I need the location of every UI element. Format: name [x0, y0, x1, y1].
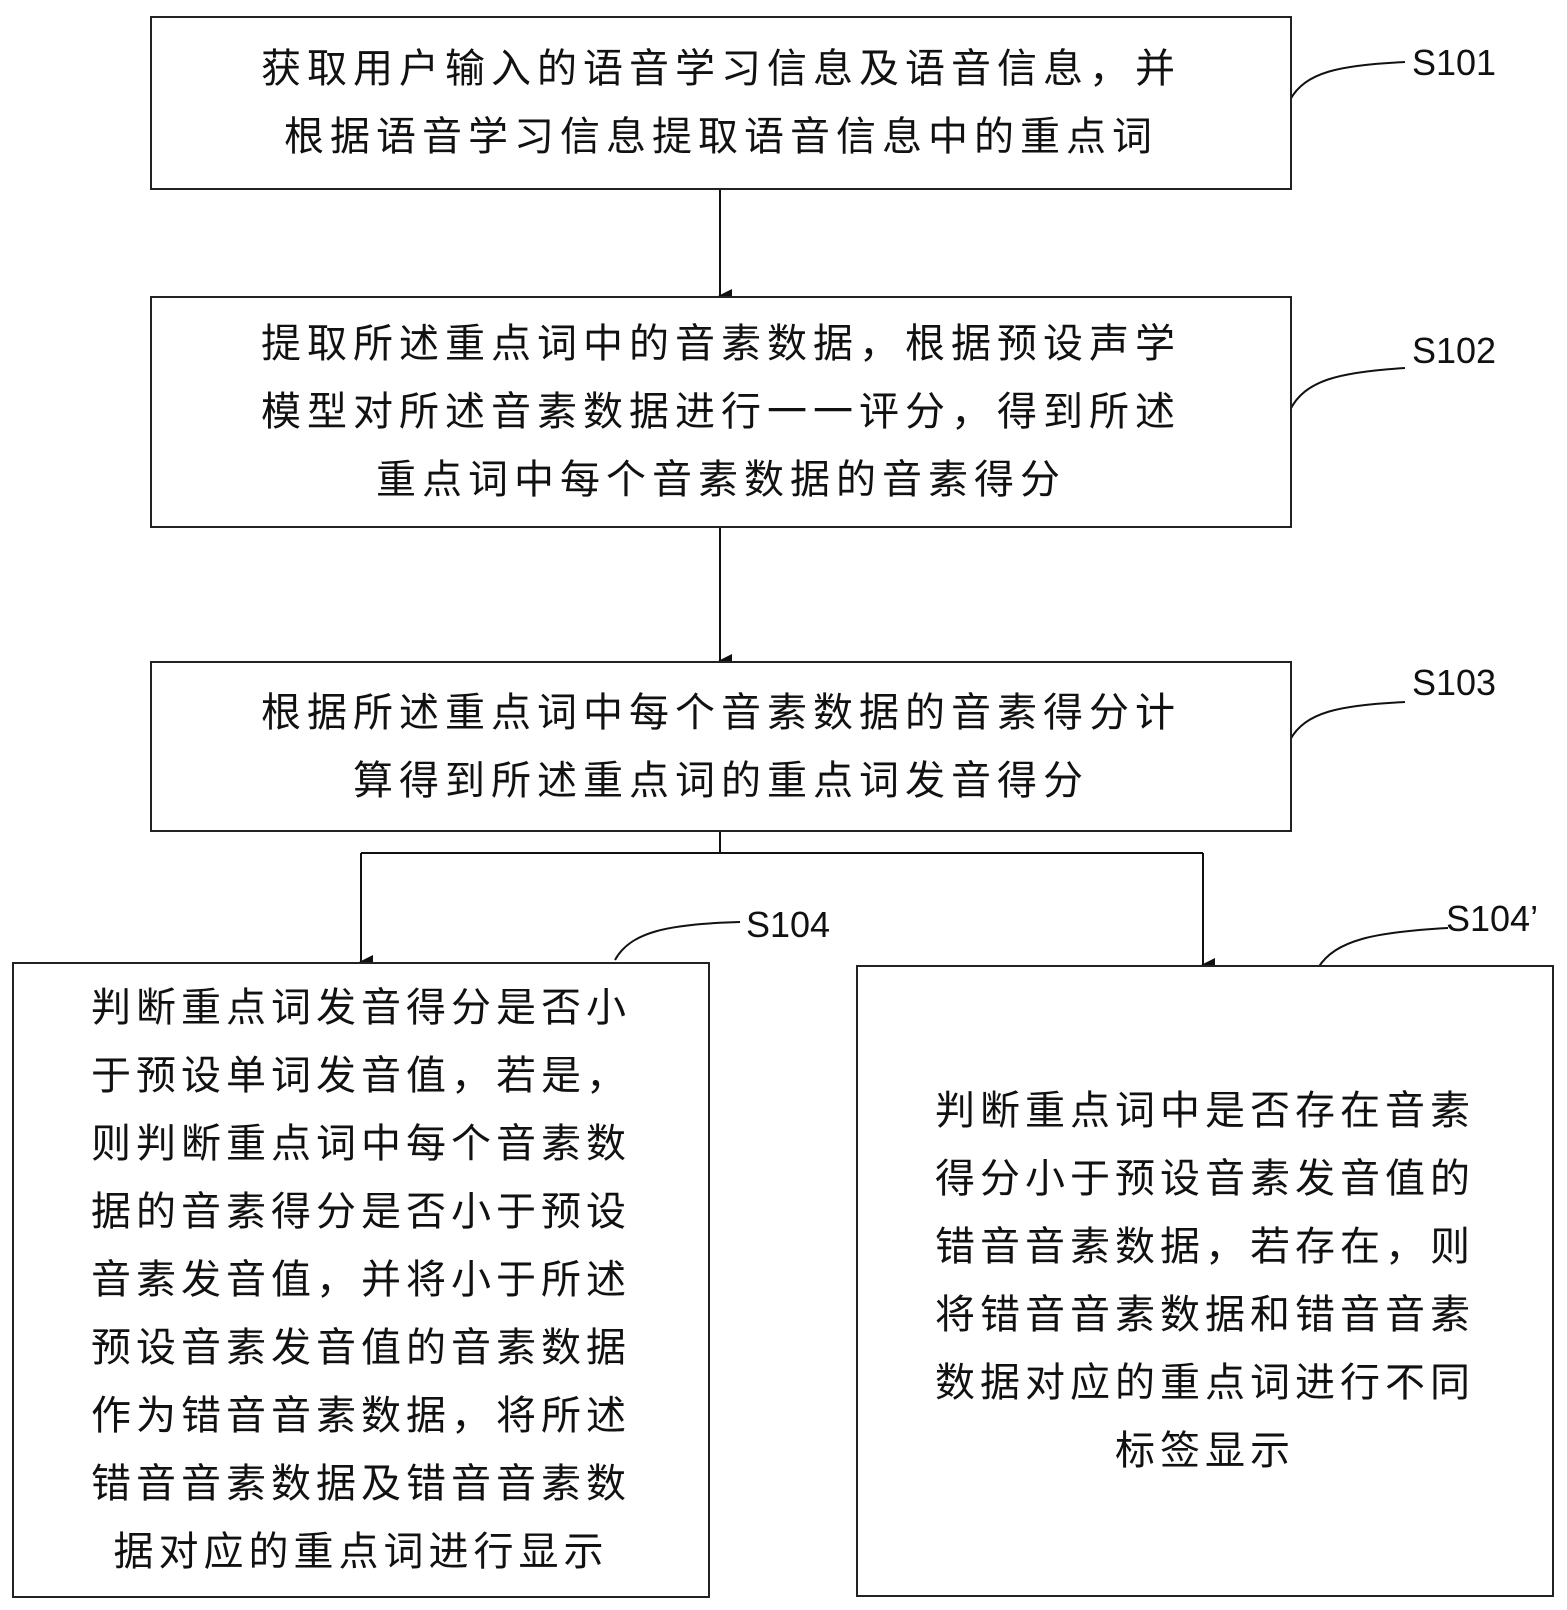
step-line: 据对应的重点词进行显示	[113, 1529, 609, 1575]
step-line: 于预设单词发音值，若是，	[91, 1053, 631, 1099]
step-line: 数据对应的重点词进行不同	[935, 1360, 1475, 1406]
step-box-s104: 判断重点词发音得分是否小 于预设单词发音值，若是， 则判断重点词中每个音素数 据…	[12, 962, 710, 1598]
step-text-s102: 提取所述重点词中的音素数据，根据预设声学 模型对所述音素数据进行一一评分，得到所…	[261, 310, 1181, 514]
step-line: 则判断重点词中每个音素数	[91, 1121, 631, 1167]
step-line: 算得到所述重点词的重点词发音得分	[353, 757, 1089, 804]
step-line: 错音音素数据及错音音素数	[91, 1461, 631, 1507]
leader-s103	[1289, 701, 1406, 741]
step-line: 将错音音素数据和错音音素	[935, 1292, 1475, 1338]
step-label-s104p: S104’	[1446, 898, 1539, 939]
step-label-s101: S101	[1412, 42, 1497, 83]
step-text-s104: 判断重点词发音得分是否小 于预设单词发音值，若是， 则判断重点词中每个音素数 据…	[91, 974, 631, 1586]
leader-s101	[1289, 61, 1406, 101]
step-label-s104: S104	[746, 904, 831, 945]
step-box-s104p: 判断重点词中是否存在音素 得分小于预设音素发音值的 错音音素数据，若存在，则 将…	[856, 965, 1554, 1597]
step-line: 标签显示	[1115, 1428, 1295, 1474]
step-text-s103: 根据所述重点词中每个音素数据的音素得分计 算得到所述重点词的重点词发音得分	[261, 679, 1181, 815]
step-line: 判断重点词中是否存在音素	[935, 1088, 1475, 1134]
step-label-s102: S102	[1412, 330, 1497, 371]
step-line: 获取用户输入的语音学习信息及语音信息，并	[261, 46, 1181, 92]
step-line: 作为错音音素数据，将所述	[91, 1393, 631, 1439]
step-line: 判断重点词发音得分是否小	[91, 985, 631, 1031]
leader-s104	[614, 921, 741, 961]
step-line: 提取所述重点词中的音素数据，根据预设声学	[261, 321, 1181, 367]
step-box-s101: 获取用户输入的语音学习信息及语音信息，并 根据语音学习信息提取语音信息中的重点词	[150, 16, 1292, 190]
step-line: 根据所述重点词中每个音素数据的音素得分计	[261, 689, 1181, 736]
step-line: 模型对所述音素数据进行一一评分，得到所述	[261, 389, 1181, 435]
step-text-s104p: 判断重点词中是否存在音素 得分小于预设音素发音值的 错音音素数据，若存在，则 将…	[935, 1077, 1475, 1485]
step-line: 音素发音值，并将小于所述	[91, 1257, 631, 1303]
step-line: 据的音素得分是否小于预设	[91, 1189, 631, 1235]
step-line: 预设音素发音值的音素数据	[91, 1325, 631, 1371]
step-label-s103: S103	[1412, 662, 1497, 703]
step-line: 重点词中每个音素数据的音素得分	[376, 457, 1066, 503]
step-box-s103: 根据所述重点词中每个音素数据的音素得分计 算得到所述重点词的重点词发音得分	[150, 661, 1292, 832]
step-line: 根据语音学习信息提取语音信息中的重点词	[284, 114, 1158, 160]
step-box-s102: 提取所述重点词中的音素数据，根据预设声学 模型对所述音素数据进行一一评分，得到所…	[150, 296, 1292, 528]
leader-s102	[1289, 367, 1406, 411]
step-line: 得分小于预设音素发音值的	[935, 1156, 1475, 1202]
leader-s104p	[1317, 927, 1449, 969]
step-line: 错音音素数据，若存在，则	[935, 1224, 1475, 1270]
step-text-s101: 获取用户输入的语音学习信息及语音信息，并 根据语音学习信息提取语音信息中的重点词	[261, 35, 1181, 171]
